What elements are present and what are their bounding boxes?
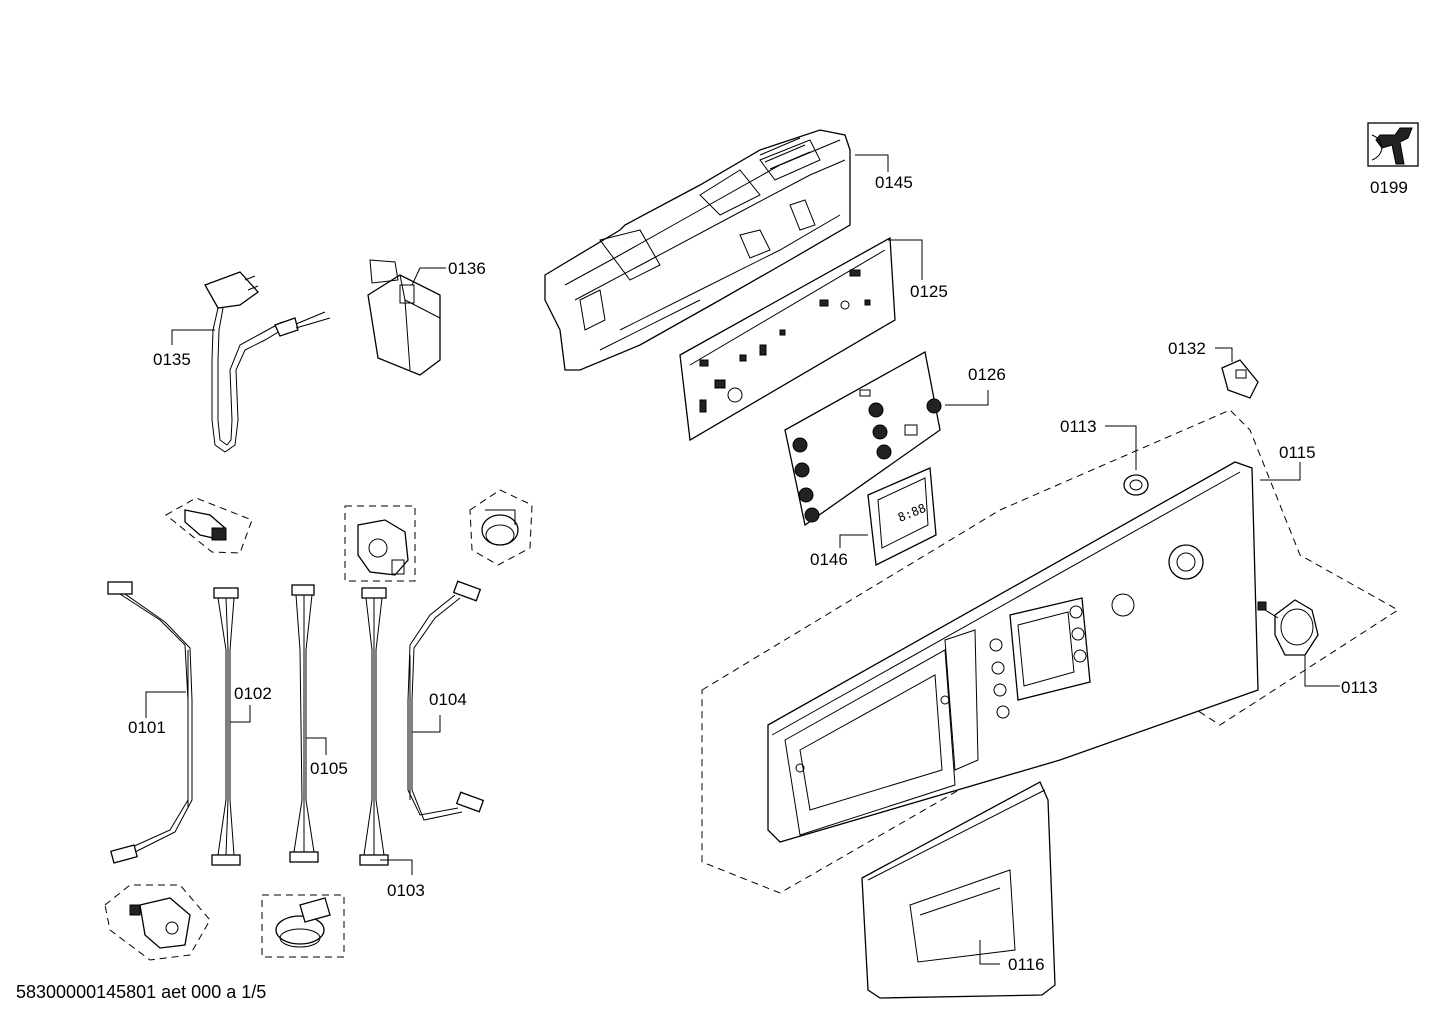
part-0115-fascia	[701, 409, 1399, 894]
part-pressure-switch-1	[469, 489, 533, 566]
part-0102-harness	[211, 587, 241, 866]
label-0115[interactable]: 0115	[1279, 443, 1316, 462]
label-0101[interactable]: 0101	[128, 718, 166, 737]
part-sensor-1	[165, 497, 253, 554]
label-0103[interactable]: 0103	[387, 881, 425, 900]
label-0105[interactable]: 0105	[310, 759, 348, 778]
part-pressure-switch-2	[261, 894, 345, 958]
part-0113-knob-small	[1123, 474, 1149, 496]
part-0126-key-board	[784, 350, 942, 527]
label-0146[interactable]: 0146	[810, 550, 848, 569]
label-0116[interactable]: 0116	[1008, 955, 1045, 974]
part-valve-1	[344, 505, 416, 582]
part-0146-display: 8:88	[867, 467, 937, 566]
wrench-icon	[1375, 127, 1413, 165]
part-0116-dispenser-handle	[861, 781, 1056, 999]
label-0113-top[interactable]: 0113	[1060, 417, 1097, 436]
part-0105-harness	[289, 584, 319, 863]
label-0104[interactable]: 0104	[429, 690, 467, 709]
label-0102[interactable]: 0102	[234, 684, 272, 703]
label-0145[interactable]: 0145	[875, 173, 913, 192]
part-motor-connector	[104, 884, 211, 961]
part-0125-main-board	[679, 236, 896, 442]
label-0125[interactable]: 0125	[910, 282, 948, 301]
part-0199-tool-icon	[1367, 122, 1419, 167]
label-0113-right[interactable]: 0113	[1341, 678, 1378, 697]
part-0113-knob-large	[1257, 599, 1319, 656]
part-0103-harness	[359, 587, 389, 866]
part-0135-power-cord	[204, 271, 331, 453]
label-0199[interactable]: 0199	[1370, 178, 1408, 197]
part-0101-harness	[107, 581, 193, 864]
label-0126[interactable]: 0126	[968, 365, 1006, 384]
part-0136-filter	[367, 259, 441, 376]
label-0136[interactable]: 0136	[448, 259, 486, 278]
part-0145-housing	[544, 129, 851, 371]
label-0132[interactable]: 0132	[1168, 339, 1206, 358]
drawing-reference: 58300000145801 aet 000 a 1/5	[16, 982, 267, 1002]
label-0135[interactable]: 0135	[153, 350, 191, 369]
part-0132-bracket	[1221, 359, 1259, 399]
part-0104-harness	[407, 580, 485, 821]
